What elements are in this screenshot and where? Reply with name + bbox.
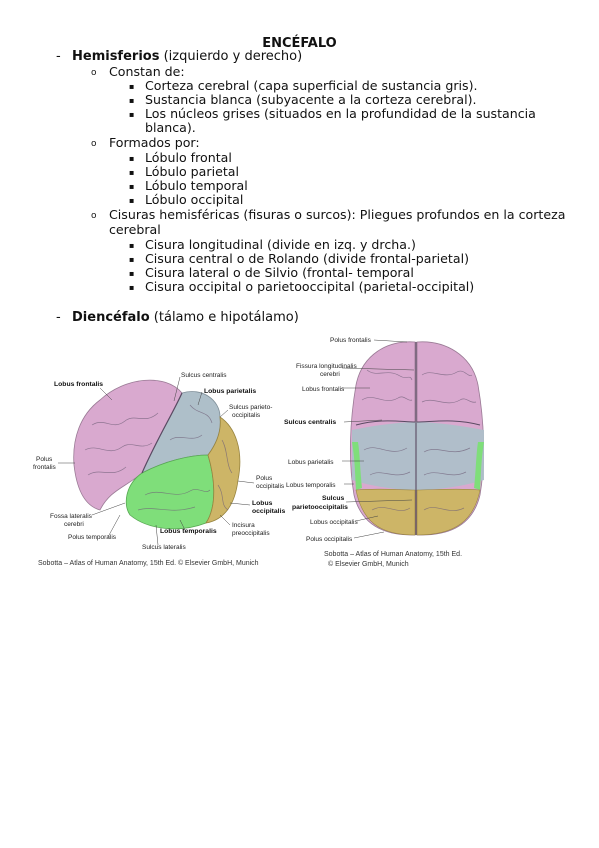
- figure-caption-top-2: © Elsevier GmbH, Munich: [328, 560, 409, 568]
- section-heading: Diencéfalo: [72, 310, 150, 325]
- circle-bullet: o: [91, 211, 97, 221]
- list-item: Cisura longitudinal (divide en izq. y dr…: [145, 237, 416, 252]
- list-item: Cisura central o de Rolando (divide fron…: [145, 251, 469, 266]
- list-item: Lóbulo parietal: [145, 164, 239, 179]
- label-sulcus-lateralis: Sulcus lateralis: [142, 544, 186, 551]
- square-bullet: ▪: [129, 255, 135, 264]
- brain-top-figure: Polus frontalis Fissura longitudinalis c…: [284, 337, 484, 568]
- figure-caption: Sobotta – Atlas of Human Anatomy, 15th E…: [38, 559, 259, 567]
- label-fossa-lateralis-2: cerebri: [64, 521, 84, 528]
- label-fissura-longitudinalis: Fissura longitudinalis: [296, 363, 357, 370]
- label-lobus-temporalis: Lobus temporalis: [160, 528, 217, 535]
- label-lobus-occipitalis: Lobus: [252, 500, 273, 507]
- square-bullet: ▪: [129, 96, 135, 105]
- label-polus-occipitalis: Polus: [256, 475, 273, 482]
- label-lobus-frontalis: Lobus frontalis: [54, 381, 103, 388]
- brain-lateral-illustration: [73, 379, 241, 530]
- label-fissura-longitudinalis-2: cerebri: [320, 371, 340, 378]
- list-item: Sustancia blanca (subyacente a la cortez…: [145, 92, 477, 107]
- list-item: Cisura lateral o de Silvio (frontal- tem…: [145, 265, 414, 280]
- page-title: ENCÉFALO: [262, 36, 337, 51]
- label-sulcus-centralis: Sulcus centralis: [181, 372, 227, 379]
- list-label-continuation: cerebral: [109, 222, 161, 237]
- dash-bullet: -: [56, 49, 61, 64]
- square-bullet: ▪: [129, 269, 135, 278]
- square-bullet: ▪: [129, 154, 135, 163]
- section-diencefalo: Diencéfalo (tálamo e hipotálamo): [72, 310, 299, 325]
- circle-bullet: o: [91, 139, 97, 149]
- label-polus-temporalis: Polus temporalis: [68, 534, 117, 541]
- label-lobus-frontalis-top: Lobus frontalis: [302, 386, 345, 393]
- label-polus-frontalis: Polus: [36, 456, 53, 463]
- label-polus-frontalis-2: frontalis: [33, 464, 57, 471]
- label-polus-occipitalis-top: Polus occipitalis: [306, 536, 353, 543]
- list-item-continuation: blanca).: [145, 120, 196, 135]
- list-label: Formados por:: [109, 135, 200, 150]
- section-hemisferios: Hemisferios (izquierdo y derecho): [72, 49, 302, 64]
- label-lobus-occipitalis-top: Lobus occipitalis: [310, 519, 358, 526]
- square-bullet: ▪: [129, 168, 135, 177]
- label-polus-frontalis-top: Polus frontalis: [330, 337, 372, 344]
- label-incisura-preoccipitalis: Incisura: [232, 522, 255, 529]
- list-item: Corteza cerebral (capa superficial de su…: [145, 78, 478, 93]
- section-subtitle: (tálamo e hipotálamo): [149, 310, 299, 325]
- figure-caption-top: Sobotta – Atlas of Human Anatomy, 15th E…: [324, 551, 462, 558]
- label-sulcus-parieto-occipitalis-2: occipitalis: [232, 412, 261, 419]
- label-lobus-parietalis-top: Lobus parietalis: [288, 459, 334, 466]
- list-item: Los núcleos grises (situados en la profu…: [145, 106, 536, 121]
- list-label: Constan de:: [109, 64, 185, 79]
- square-bullet: ▪: [129, 283, 135, 292]
- square-bullet: ▪: [129, 110, 135, 119]
- label-sulcus-centralis-top: Sulcus centralis: [284, 419, 336, 426]
- circle-bullet: o: [91, 68, 97, 78]
- label-sulcus-parietooccipitalis: Sulcus: [322, 495, 345, 502]
- square-bullet: ▪: [129, 182, 135, 191]
- label-lobus-temporalis-top: Lobus temporalis: [286, 482, 336, 489]
- list-item: Lóbulo frontal: [145, 150, 232, 165]
- list-item: Cisura occipital o parietooccipital (par…: [145, 279, 475, 294]
- square-bullet: ▪: [129, 82, 135, 91]
- label-sulcus-parietooccipitalis-2: parietooccipitalis: [292, 504, 348, 511]
- section-subtitle: (izquierdo y derecho): [159, 49, 303, 64]
- list-item: Lóbulo occipital: [145, 192, 244, 207]
- label-fossa-lateralis: Fossa lateralis: [50, 513, 93, 520]
- brain-lateral-figure: Sulcus centralis Lobus frontalis Lobus p…: [33, 372, 285, 567]
- list-label: Cisuras hemisféricas (fisuras o surcos):…: [109, 207, 566, 222]
- square-bullet: ▪: [129, 196, 135, 205]
- square-bullet: ▪: [129, 241, 135, 250]
- label-polus-occipitalis-2: occipitalis: [256, 483, 285, 490]
- label-lobus-occipitalis-2: occipitalis: [252, 508, 285, 515]
- brain-top-illustration: [350, 341, 484, 536]
- list-item: Lóbulo temporal: [145, 178, 248, 193]
- dash-bullet: -: [56, 310, 61, 325]
- label-lobus-parietalis: Lobus parietalis: [204, 388, 256, 395]
- label-sulcus-parieto-occipitalis: Sulcus parieto-: [229, 404, 272, 411]
- section-heading: Hemisferios: [72, 49, 160, 64]
- label-incisura-preoccipitalis-2: preoccipitalis: [232, 530, 270, 537]
